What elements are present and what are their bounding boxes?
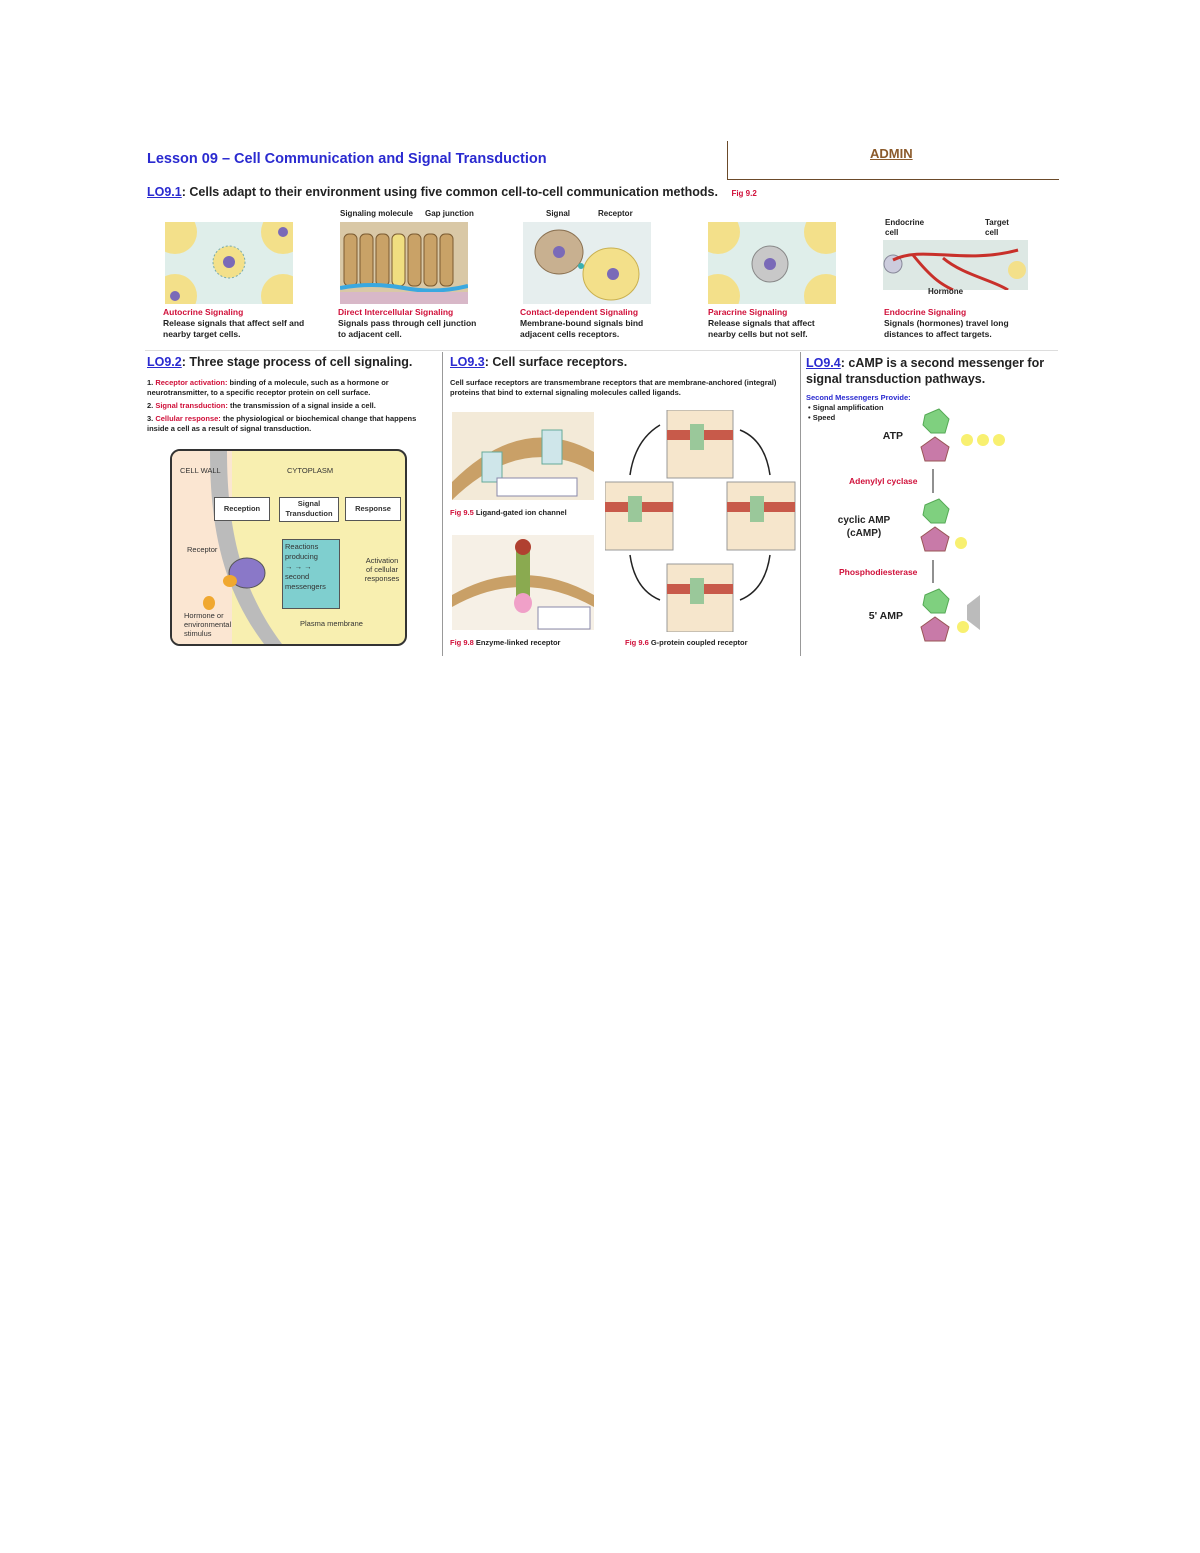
divider — [145, 350, 1058, 351]
second-messengers-heading: Second Messengers Provide: — [806, 393, 911, 402]
endocrine-illustration — [883, 240, 1028, 292]
receptor-label: Receptor — [598, 209, 633, 218]
contact-dependent-illustration — [523, 222, 651, 304]
column-divider — [800, 352, 801, 656]
endocrine-cell-label: Endocrine cell — [885, 218, 925, 237]
admin-box — [727, 141, 1059, 180]
lo1-code-link[interactable]: LO9.1 — [147, 185, 182, 199]
amp-label: 5' AMP — [868, 610, 903, 622]
fig-caption: Fig 9.5 Ligand-gated ion channel — [450, 508, 567, 517]
fig-caption: Fig 9.6 G-protein coupled receptor — [625, 638, 748, 647]
lo2-steps: 1. Receptor activation: binding of a mol… — [147, 378, 417, 433]
direct-signaling-illustration — [339, 222, 469, 304]
page-title: Lesson 09 – Cell Communication and Signa… — [147, 151, 547, 167]
admin-link[interactable]: ADMIN — [870, 146, 913, 161]
fig-ref: Fig 9.2 — [731, 189, 757, 198]
column-divider — [442, 352, 443, 656]
lo3-description: Cell surface receptors are transmembrane… — [450, 378, 777, 397]
reactions-box: Reactions producing→ → →second messenger… — [282, 539, 340, 609]
lo3-code-link[interactable]: LO9.3 — [450, 355, 485, 369]
gap-junction-label: Gap junction — [425, 209, 474, 218]
hormone-label: Hormone — [928, 287, 964, 296]
lo3-heading: LO9.3: Cell surface receptors. — [450, 355, 628, 369]
enzyme-linked-receptor-illustration — [452, 535, 594, 630]
ligand-gated-channel-illustration — [452, 412, 594, 500]
lo4-heading: LO9.4: cAMP is a second messenger for si… — [806, 356, 1045, 386]
paracrine-illustration — [696, 210, 848, 318]
adenylyl-cyclase-label: Adenylyl cyclase — [849, 476, 918, 486]
atp-label: ATP — [882, 430, 903, 442]
nucleotide-structures — [920, 408, 1005, 642]
phosphodiesterase-label: Phosphodiesterase — [839, 567, 918, 577]
bullet-list: • Signal amplification• Speed — [808, 403, 884, 422]
g-protein-cycle-illustration — [604, 409, 797, 633]
camp-label: cyclic AMP (cAMP) — [837, 515, 891, 539]
autocrine-illustration — [153, 210, 305, 318]
lo2-code-link[interactable]: LO9.2 — [147, 355, 182, 369]
target-cell-label: Target cell — [985, 218, 1009, 237]
signaling-diagram: CELL WALL CYTOPLASM Reception Signal Tra… — [170, 449, 407, 646]
lo1-heading: LO9.1: Cells adapt to their environment … — [147, 185, 757, 199]
signaling-molecule-label: Signaling molecule — [340, 209, 413, 218]
lo2-heading: LO9.2: Three stage process of cell signa… — [147, 355, 413, 369]
signal-label: Signal — [546, 209, 571, 218]
lo4-code-link[interactable]: LO9.4 — [806, 356, 841, 370]
fig-caption: Fig 9.8 Enzyme-linked receptor — [450, 638, 561, 647]
